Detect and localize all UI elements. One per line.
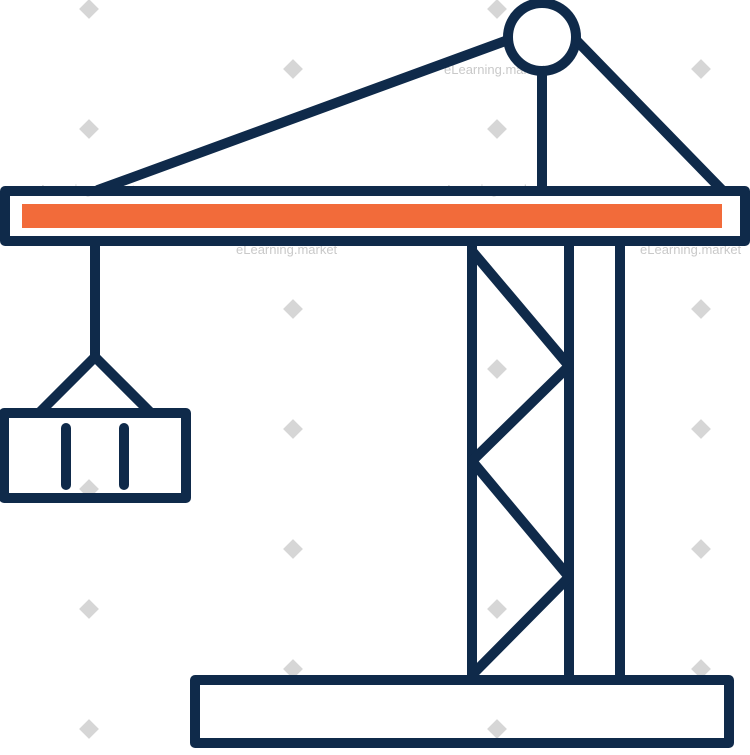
- tower-lattice: [467, 246, 574, 680]
- pulley-circle: [503, 0, 581, 76]
- watermark-diamond: [487, 719, 507, 739]
- watermark-diamond: [79, 0, 99, 19]
- watermark-diamond: [691, 539, 711, 559]
- watermark-diamond: [691, 299, 711, 319]
- watermark-diamond: [691, 59, 711, 79]
- watermark-layer: eLearning.market eLearning.market eLearn…: [34, 0, 742, 739]
- crane-base: [190, 675, 734, 748]
- jib-outline: [0, 186, 750, 246]
- watermark-diamond: [283, 539, 303, 559]
- watermark-diamond: [79, 719, 99, 739]
- watermark-diamond: [691, 419, 711, 439]
- jib-cable-left: [93, 35, 513, 195]
- watermark-diamond: [283, 419, 303, 439]
- watermark-diamond: [487, 0, 507, 19]
- watermark-diamond: [487, 359, 507, 379]
- watermark-diamonds: [79, 0, 711, 739]
- watermark-diamond: [283, 659, 303, 679]
- watermark-diamond: [691, 659, 711, 679]
- jib-accent-stripe: [22, 204, 722, 228]
- watermark-diamond: [283, 299, 303, 319]
- jib-cable-right: [571, 35, 727, 195]
- watermark-diamond: [487, 119, 507, 139]
- hook-sling: [35, 352, 155, 417]
- watermark-diamond: [487, 599, 507, 619]
- watermark-diamond: [79, 599, 99, 619]
- cargo-container: [0, 408, 191, 503]
- watermark-diamond: [79, 119, 99, 139]
- watermark-diamond: [283, 59, 303, 79]
